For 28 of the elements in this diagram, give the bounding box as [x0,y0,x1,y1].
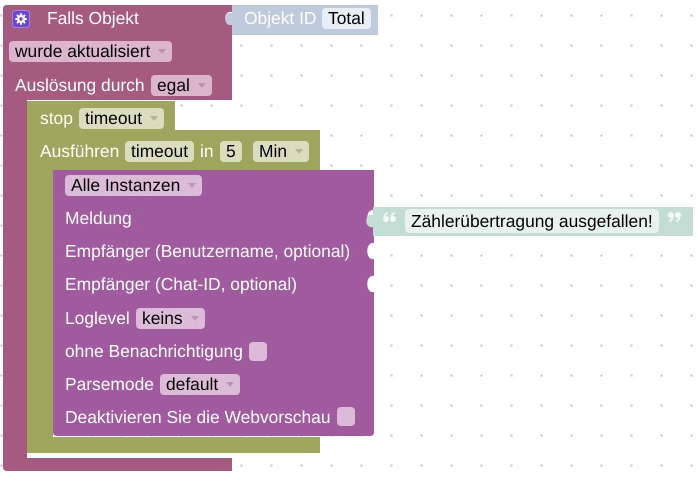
message-block [53,170,374,436]
block-label: Deaktivieren Sie die Webvorschau [65,407,331,427]
block-label: Meldung [65,208,132,228]
dropdown-menu: Alle Instanzen [65,175,202,196]
block-label: stop [40,108,73,128]
dropdown-menu: egal [151,75,212,96]
block-label: Ausführen [40,141,120,161]
stop-block [27,101,175,130]
block-label: Empfänger (Benutzername, optional) [65,241,350,261]
block-label: Empfänger (Chat-ID, optional) [65,274,297,294]
dropdown-menu: timeout [79,108,164,129]
dropdown-menu: default [160,374,240,395]
dropdown-menu: Min [253,141,310,162]
number-field: 5 [220,141,242,162]
block-label: Loglevel [65,308,130,328]
text-field: Total [322,8,371,29]
block-label: Falls Objekt [47,8,139,28]
checkbox [249,342,267,361]
block-label: ohne Benachrichtigung [65,341,243,361]
block-label: Parsemode [65,374,154,394]
dropdown-menu: wurde aktualisiert [9,41,172,62]
checkbox [337,407,355,426]
block-label: Objekt ID [244,8,316,28]
block-label: in [200,141,214,161]
text-field: timeout [125,141,194,162]
block-label: Auslösung durch [15,75,145,95]
text-field: Zählerübertragung ausgefallen! [405,209,659,233]
dropdown-menu: keins [136,308,205,329]
